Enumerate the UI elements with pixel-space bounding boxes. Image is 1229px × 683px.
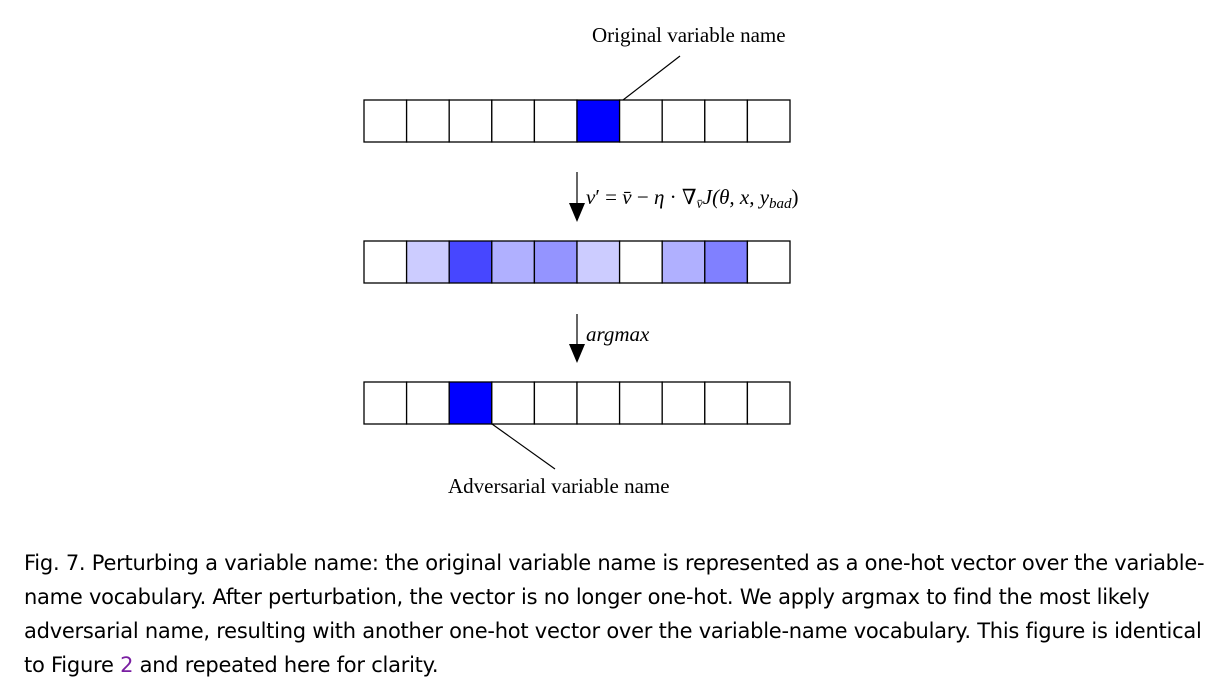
perturbed-vector-cell [533, 240, 578, 284]
perturbed-vector-cell [704, 240, 749, 284]
adversarial-vector-cell [704, 381, 749, 425]
adversarial-vector-cell [363, 381, 408, 425]
figure-caption: Fig. 7. Perturbing a variable name: the … [24, 546, 1210, 682]
adversarial-vector-cell [533, 381, 578, 425]
perturbed-vector-cell [661, 240, 706, 284]
original-vector [363, 99, 791, 143]
perturbed-vector-cell [405, 240, 450, 284]
figure-ref-link[interactable]: 2 [120, 653, 134, 677]
argmax-label: argmax [586, 322, 650, 346]
original-vector-cell [363, 99, 408, 143]
adversarial-vector-cell [405, 381, 450, 425]
perturbation-formula: v′ = v̄ − η · ∇v̄J(θ, x, ybad) [586, 185, 799, 212]
perturbed-vector-cell [746, 240, 791, 284]
adversarial-label: Adversarial variable name [448, 474, 670, 498]
adversarial-vector-cell [576, 381, 621, 425]
original-label: Original variable name [592, 23, 786, 47]
argmax-arrow [569, 314, 585, 363]
perturbation-arrow [569, 172, 585, 222]
perturbation-diagram: Original variable name v′ = v̄ − η · ∇v̄… [363, 23, 799, 498]
original-vector-cell [448, 99, 493, 143]
caption-text-end: and repeated here for clarity. [133, 653, 439, 677]
original-vector-cell [746, 99, 791, 143]
original-leader-line [622, 55, 681, 101]
original-vector-cell [661, 99, 706, 143]
caption-text: Fig. 7. Perturbing a variable name: the … [24, 551, 1205, 677]
original-vector-cell [576, 99, 621, 143]
adversarial-vector-cell [618, 381, 663, 425]
perturbed-vector-cell [576, 240, 621, 284]
adversarial-vector-cell [491, 381, 536, 425]
original-vector-cell [704, 99, 749, 143]
original-vector-cell [533, 99, 578, 143]
perturbed-vector-cell [448, 240, 493, 284]
perturbed-vector-cell [363, 240, 408, 284]
perturbed-vector-cell [491, 240, 536, 284]
perturbed-vector [363, 240, 791, 284]
original-vector-cell [405, 99, 450, 143]
adversarial-vector-cell [448, 381, 493, 425]
perturbed-vector-cell [618, 240, 663, 284]
adversarial-leader-line [491, 423, 556, 470]
adversarial-vector-cell [746, 381, 791, 425]
adversarial-vector [363, 381, 791, 425]
original-vector-cell [491, 99, 536, 143]
original-vector-cell [618, 99, 663, 143]
adversarial-vector-cell [661, 381, 706, 425]
